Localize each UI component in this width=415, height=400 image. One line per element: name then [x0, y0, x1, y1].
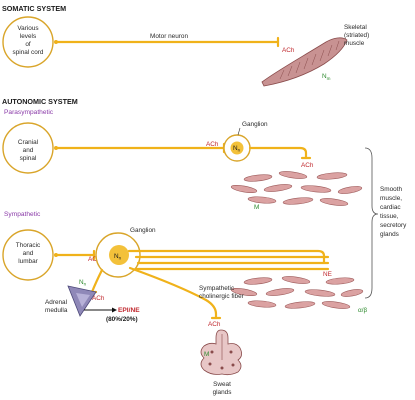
sweat-label-2: glands [213, 389, 232, 396]
cholinergic-label-2: cholinergic fiber [199, 293, 245, 300]
somatic-ach-label: ACh [282, 47, 295, 54]
somatic-nm-receptor: Nm [322, 73, 331, 81]
effector-bracket [364, 147, 379, 299]
autonomic-header: AUTONOMIC SYSTEM [2, 97, 78, 106]
skeletal-muscle-label-2: (striated) [344, 32, 369, 39]
symp-alpha-beta-receptor: α/β [358, 307, 367, 314]
adrenal-medulla-core [76, 293, 90, 307]
sympathetic-label: Sympathetic [4, 211, 41, 218]
para-origin-line-1: Cranial [18, 139, 38, 146]
para-pre-ach: ACh [206, 141, 219, 148]
adrenal-output-arrowhead [112, 307, 117, 313]
effector-label-2: muscle, [380, 195, 402, 202]
sweat-ach-label: ACh [208, 321, 221, 328]
sympathetic-origin-cell: Thoracic and lumbar [2, 229, 54, 281]
sympathetic-cholinergic-fiber [128, 266, 218, 320]
parasympathetic-origin-cell: Cranial and spinal [2, 122, 54, 174]
para-muscarinic-receptor: M [254, 204, 259, 211]
symp-origin-line-2: and [23, 250, 34, 257]
para-origin-line-3: spinal [20, 155, 37, 162]
symp-nn-receptor: Nn [114, 253, 122, 261]
skeletal-muscle-label-3: muscle [344, 40, 365, 47]
adrenal-ratio-label: (80%/20%) [106, 316, 138, 323]
symp-smooth-muscle-cells [230, 276, 364, 309]
effector-label-5: secretory [380, 222, 407, 229]
skeletal-muscle-label-1: Skeletal [344, 24, 367, 31]
para-ganglion-pointer [237, 127, 241, 136]
somatic-origin-line-4: spinal cord [13, 49, 44, 56]
effector-label-4: tissue, [380, 213, 399, 220]
symp-origin-line-3: lumbar [18, 258, 38, 265]
symp-ganglion-label: Ganglion [130, 227, 156, 234]
para-axon-hillock [54, 146, 58, 150]
somatic-origin-line-1: Various [17, 25, 38, 32]
sweat-gland-illustration [200, 329, 242, 376]
symp-pre-ach: ACh [88, 256, 101, 263]
para-nn-receptor: Nn [233, 145, 241, 153]
effector-label-6: glands [380, 231, 399, 238]
para-ganglion-label: Ganglion [242, 121, 268, 128]
somatic-origin-line-2: levels [20, 33, 36, 40]
adrenal-ach-label: ACh [92, 295, 105, 302]
cholinergic-label-1: Sympathetic [199, 285, 235, 292]
somatic-header: SOMATIC SYSTEM [2, 4, 66, 13]
para-smooth-muscle-cells [230, 171, 363, 206]
sweat-label-1: Sweat [213, 381, 231, 388]
adrenal-label-2: medulla [45, 307, 68, 314]
parasympathetic-label: Parasympathetic [4, 109, 54, 116]
adrenal-preganglionic-fiber [90, 268, 104, 294]
para-post-ach: ACh [301, 162, 314, 169]
somatic-origin-line-3: of [25, 41, 31, 48]
somatic-axon-hillock [54, 40, 58, 44]
adrenal-epi-ne-label: EPI/NE [118, 307, 140, 314]
symp-ganglion-nucleus [109, 245, 129, 265]
para-ganglion-nucleus [230, 141, 244, 155]
symp-postganglionic-fibers [127, 249, 330, 271]
para-postganglionic-fiber [248, 146, 308, 160]
skeletal-muscle-illustration [261, 37, 348, 87]
symp-origin-line-1: Thoracic [16, 242, 41, 249]
adrenal-nn-receptor: Nn [79, 279, 87, 287]
sweat-muscarinic-receptor: M [204, 351, 209, 358]
somatic-neuron-label: Motor neuron [150, 33, 188, 40]
somatic-origin-cell: Various levels of spinal cord [2, 16, 54, 68]
adrenal-label-1: Adrenal [45, 299, 67, 306]
symp-axon-hillock [54, 253, 58, 257]
para-origin-line-2: and [23, 147, 34, 154]
effector-label-1: Smooth [380, 186, 402, 193]
symp-ne-label: NE [323, 271, 332, 278]
effector-label-3: cardiac [380, 204, 401, 211]
